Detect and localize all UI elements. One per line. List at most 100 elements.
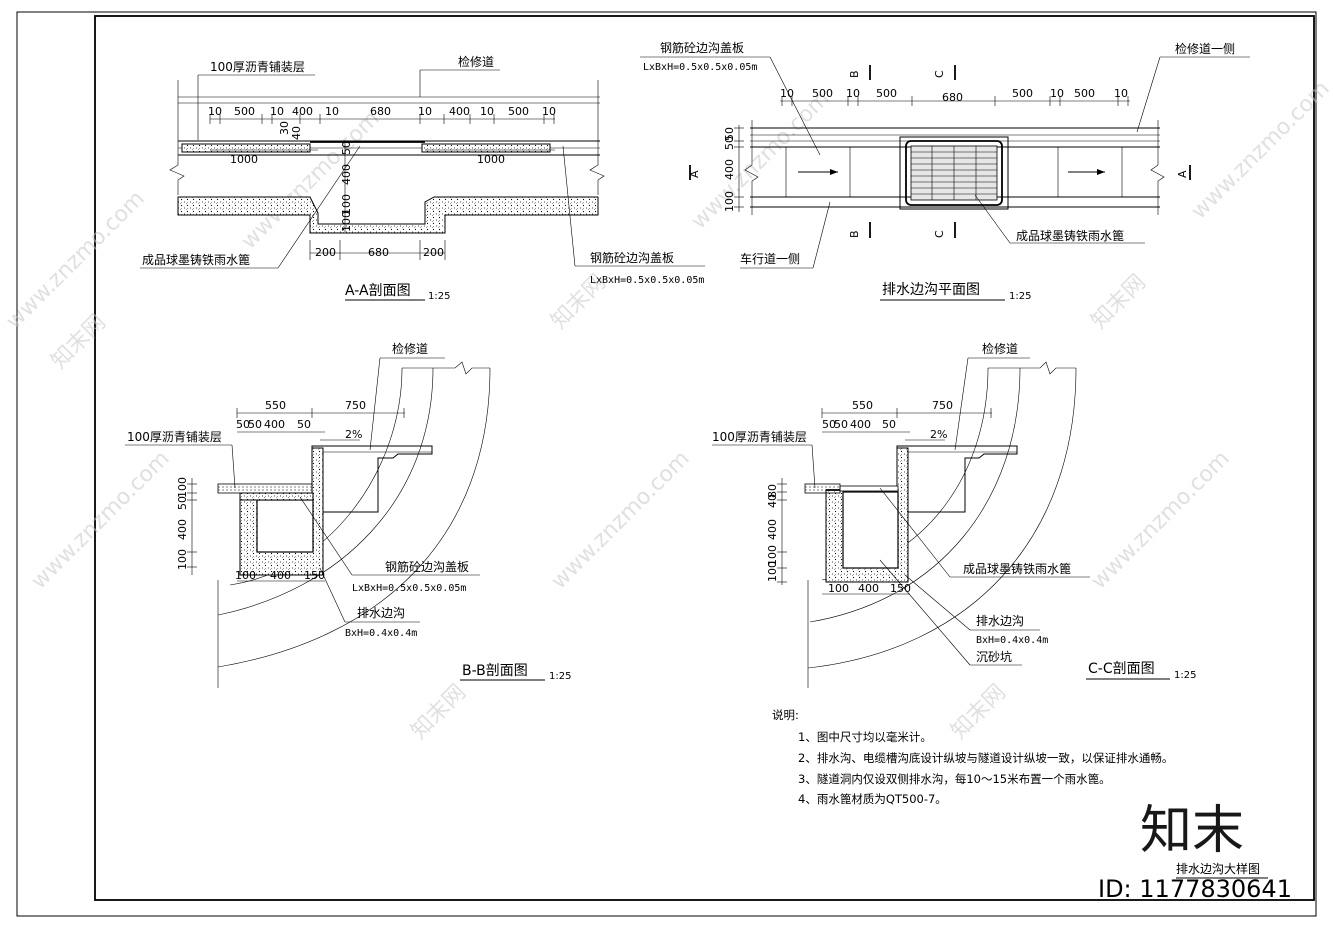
svg-text:成品球墨铸铁雨水篦: 成品球墨铸铁雨水篦	[963, 561, 1071, 576]
svg-text:400: 400	[340, 164, 353, 185]
svg-text:10: 10	[1050, 87, 1064, 100]
svg-text:10: 10	[1114, 87, 1128, 100]
svg-text:知末: 知末	[1140, 801, 1244, 861]
svg-text:C: C	[933, 70, 946, 78]
svg-text:LxBxH=0.5x0.5x0.05m: LxBxH=0.5x0.5x0.05m	[352, 583, 466, 594]
svg-text:排水边沟: 排水边沟	[976, 614, 1024, 628]
svg-text:100: 100	[828, 582, 849, 595]
svg-text:100: 100	[176, 549, 189, 570]
svg-text:10: 10	[270, 105, 284, 118]
svg-text:400: 400	[850, 418, 871, 431]
svg-text:检修道: 检修道	[458, 54, 494, 69]
svg-text:C: C	[933, 230, 946, 238]
svg-text:680: 680	[370, 105, 391, 118]
svg-text:50: 50	[297, 418, 311, 431]
svg-text:50: 50	[822, 418, 836, 431]
notes-heading: 说明:	[772, 708, 799, 722]
svg-text:500: 500	[508, 105, 529, 118]
svg-text:BxH=0.4x0.4m: BxH=0.4x0.4m	[345, 628, 417, 639]
svg-text:检修道: 检修道	[392, 341, 428, 356]
svg-text:www.znzmo.com: www.znzmo.com	[1187, 76, 1333, 224]
svg-text:2%: 2%	[345, 428, 362, 441]
svg-text:50: 50	[882, 418, 896, 431]
svg-text:400: 400	[766, 519, 779, 540]
svg-text:100: 100	[766, 561, 779, 582]
svg-text:知末网: 知末网	[407, 680, 471, 744]
svg-text:ID: 1177830641: ID: 1177830641	[1098, 875, 1292, 903]
svg-text:2%: 2%	[930, 428, 947, 441]
svg-text:www.znzmo.com: www.znzmo.com	[687, 86, 835, 234]
svg-text:150: 150	[890, 582, 911, 595]
svg-text:100: 100	[340, 211, 353, 232]
section-bb: 2% 550 750 50 50 400 50 100 50 400 100 1…	[125, 341, 571, 688]
svg-text:50: 50	[834, 418, 848, 431]
svg-text:www.znzmo.com: www.znzmo.com	[1087, 446, 1235, 594]
svg-text:500: 500	[1074, 87, 1095, 100]
note-item: 3、隧道洞内仅设双侧排水沟，每10～15米布置一个雨水篦。	[798, 772, 1111, 786]
svg-text:排水边沟: 排水边沟	[357, 606, 405, 620]
svg-text:10: 10	[480, 105, 494, 118]
svg-text:100厚沥青铺装层: 100厚沥青铺装层	[712, 430, 807, 444]
svg-text:100厚沥青铺装层: 100厚沥青铺装层	[127, 430, 222, 444]
svg-text:10: 10	[325, 105, 339, 118]
svg-text:100: 100	[723, 191, 736, 212]
svg-text:500: 500	[1012, 87, 1033, 100]
svg-text:1:25: 1:25	[1009, 291, 1031, 302]
note-item: 4、雨水篦材质为QT500-7。	[798, 792, 947, 806]
svg-text:500: 500	[234, 105, 255, 118]
svg-text:成品球墨铸铁雨水篦: 成品球墨铸铁雨水篦	[1016, 228, 1124, 243]
svg-text:400: 400	[176, 519, 189, 540]
svg-text:车行道一侧: 车行道一侧	[740, 251, 800, 266]
svg-text:www.znzmo.com: www.znzmo.com	[547, 446, 695, 594]
svg-text:BxH=0.4x0.4m: BxH=0.4x0.4m	[976, 635, 1048, 646]
svg-text:C-C剖面图: C-C剖面图	[1088, 661, 1155, 677]
svg-text:A: A	[688, 170, 701, 178]
notes-block: 说明: 1、图中尺寸均以毫米计。 2、排水沟、电缆槽沟底设计纵坡与隧道设计纵坡一…	[772, 708, 1173, 806]
svg-text:680: 680	[368, 246, 389, 259]
svg-text:知末网: 知末网	[1087, 270, 1151, 334]
svg-text:750: 750	[932, 399, 953, 412]
svg-text:50: 50	[340, 141, 353, 155]
section-cc: 2% 550 750 50 50 400 50 80 40 400 100 10…	[712, 341, 1196, 688]
svg-text:钢筋砼边沟盖板: 钢筋砼边沟盖板	[385, 559, 469, 574]
svg-text:50: 50	[723, 136, 736, 150]
svg-text:1:25: 1:25	[428, 291, 450, 302]
svg-text:10: 10	[846, 87, 860, 100]
svg-text:检修道一侧: 检修道一侧	[1175, 41, 1235, 56]
svg-text:A-A剖面图: A-A剖面图	[345, 283, 411, 299]
svg-text:100: 100	[340, 194, 353, 215]
svg-text:B: B	[848, 70, 861, 78]
svg-text:100: 100	[766, 545, 779, 566]
svg-text:680: 680	[942, 91, 963, 104]
svg-text:50: 50	[723, 127, 736, 141]
svg-text:550: 550	[852, 399, 873, 412]
svg-text:400: 400	[449, 105, 470, 118]
svg-text:400: 400	[270, 569, 291, 582]
svg-text:200: 200	[423, 246, 444, 259]
svg-text:50: 50	[236, 418, 250, 431]
svg-text:知末网: 知末网	[47, 310, 111, 374]
svg-text:80: 80	[766, 484, 779, 498]
svg-text:10: 10	[418, 105, 432, 118]
svg-text:10: 10	[542, 105, 556, 118]
svg-text:1000: 1000	[230, 153, 258, 166]
watermark-layer: www.znzmo.com 知末网 知末网 知末网 www.znzmo.com …	[2, 76, 1333, 744]
svg-text:钢筋砼边沟盖板: 钢筋砼边沟盖板	[590, 250, 674, 265]
svg-text:400: 400	[858, 582, 879, 595]
svg-text:A: A	[1176, 170, 1189, 178]
svg-text:1000: 1000	[477, 153, 505, 166]
outer-border	[16, 11, 1317, 917]
svg-text:10: 10	[780, 87, 794, 100]
svg-text:200: 200	[315, 246, 336, 259]
svg-text:检修道: 检修道	[982, 341, 1018, 356]
svg-text:30: 30	[278, 121, 291, 135]
inner-border	[94, 15, 1315, 901]
svg-text:40: 40	[766, 494, 779, 508]
svg-text:500: 500	[812, 87, 833, 100]
svg-text:40: 40	[290, 126, 303, 140]
svg-text:LxBxH=0.5x0.5x0.05m: LxBxH=0.5x0.5x0.05m	[643, 62, 757, 73]
drawing-title: 排水边沟大样图	[1176, 861, 1260, 876]
svg-text:550: 550	[265, 399, 286, 412]
